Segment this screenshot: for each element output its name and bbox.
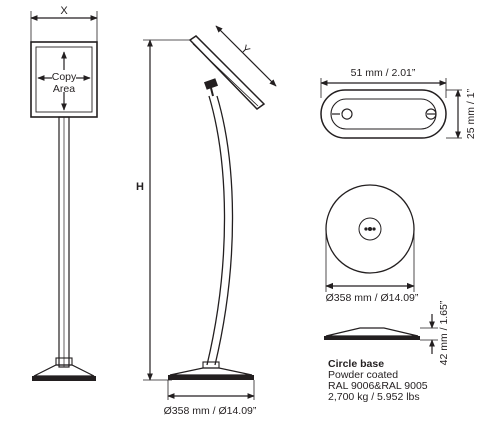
base-side-profile — [325, 327, 419, 337]
base-info-line1: Powder coated — [328, 369, 399, 381]
base-info-block: Circle base Powder coated RAL 9006&RAL 9… — [328, 359, 478, 403]
h-label: H — [136, 181, 144, 193]
circle-base-top-view — [325, 184, 415, 292]
base-info-line2: RAL 9006&RAL 9005 — [328, 380, 428, 392]
copy-area-label-line2: Area — [53, 83, 75, 95]
base-info-line3: 2,700 kg / 5.952 lbs — [328, 391, 420, 403]
y-dimension-line — [215, 25, 277, 87]
tilted-panel — [188, 35, 266, 110]
circle-base-side-view — [324, 314, 438, 354]
front-view-stand — [30, 11, 98, 381]
side-view-stand — [143, 25, 277, 400]
base-info-title: Circle base — [328, 358, 385, 370]
curved-pole — [206, 95, 226, 366]
clamp-detail — [320, 78, 462, 139]
clamp-width-label: 51 mm / 2.01” — [351, 67, 416, 79]
x-label: X — [60, 5, 68, 17]
copy-area-label-line1: Copy — [52, 71, 77, 83]
side-base — [169, 367, 253, 376]
clamp-height-label: 25 mm / 1” — [465, 88, 477, 139]
clamp-outer-shape — [320, 89, 447, 139]
stand-base-diameter-label: Ø358 mm / Ø14.09” — [164, 405, 257, 417]
base-top-diameter-label: Ø358 mm / Ø14.09” — [326, 292, 419, 304]
base-thickness-label: 42 mm / 1.65” — [438, 300, 450, 365]
